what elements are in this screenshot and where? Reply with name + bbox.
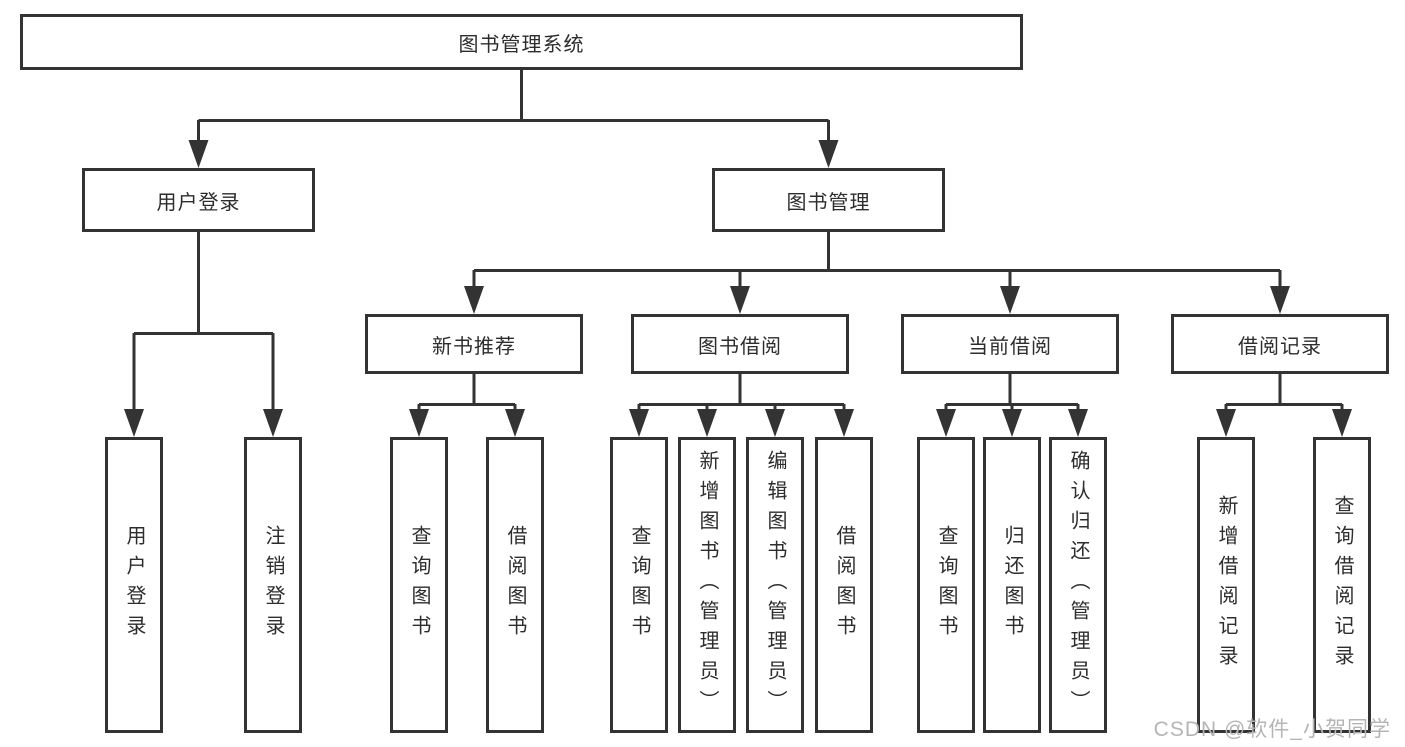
arrowhead-rec-query (409, 409, 429, 437)
node-new-book-recommendation: 新书推荐 (365, 314, 583, 374)
node-borrowing-records: 借阅记录 (1171, 314, 1389, 374)
node-label: 用户登录 (123, 525, 145, 645)
arrowhead-borrow-records (1270, 286, 1290, 314)
leaf-borrow-books: 借阅图书 (815, 437, 873, 733)
node-label: 借阅图书 (504, 525, 526, 645)
node-label: 图书管理 (786, 191, 871, 214)
node-label: 查询借阅记录 (1331, 495, 1353, 675)
node-label: 查询图书 (935, 525, 957, 645)
node-user-login: 用户登录 (82, 168, 315, 232)
node-current-borrowing: 当前借阅 (901, 314, 1119, 374)
node-label: 图书管理系统 (458, 33, 585, 56)
leaf-rec-borrow-books: 借阅图书 (486, 437, 544, 733)
node-book-borrowing: 图书借阅 (631, 314, 849, 374)
node-label: 确认归还（管理员） (1067, 450, 1089, 720)
node-label: 查询图书 (408, 525, 430, 645)
leaf-edit-books-admin: 编辑图书（管理员） (746, 437, 804, 733)
node-book-management: 图书管理 (712, 168, 945, 232)
arrowhead-leaf-logout (263, 409, 283, 437)
leaf-confirm-return-admin: 确认归还（管理员） (1049, 437, 1107, 733)
leaf-current-query-books: 查询图书 (917, 437, 975, 733)
leaf-return-books: 归还图书 (983, 437, 1041, 733)
node-label: 查询图书 (628, 525, 650, 645)
node-label: 编辑图书（管理员） (764, 450, 786, 720)
node-label: 归还图书 (1001, 525, 1023, 645)
node-label: 新增借阅记录 (1215, 495, 1237, 675)
arrowhead-br-add (1216, 409, 1236, 437)
leaf-rec-query-books: 查询图书 (390, 437, 448, 733)
arrowhead-bb-edit (765, 409, 785, 437)
arrowhead-bb-add (697, 409, 717, 437)
arrowhead-user-login (188, 140, 209, 168)
node-label: 借阅记录 (1238, 335, 1322, 358)
arrowhead-br-query (1332, 409, 1352, 437)
node-label: 借阅图书 (833, 525, 855, 645)
node-label: 新增图书（管理员） (696, 450, 718, 720)
node-label: 注销登录 (262, 525, 284, 645)
leaf-add-borrow-record: 新增借阅记录 (1197, 437, 1255, 733)
leaf-logout: 注销登录 (244, 437, 302, 733)
arrowhead-rec-borrow (505, 409, 525, 437)
node-label: 用户登录 (156, 191, 241, 214)
leaf-query-borrow-record: 查询借阅记录 (1313, 437, 1371, 733)
arrowhead-bb-query (629, 409, 649, 437)
leaf-user-login: 用户登录 (105, 437, 163, 733)
arrowhead-cb-return (1002, 409, 1022, 437)
node-label: 图书借阅 (698, 335, 782, 358)
leaf-add-books-admin: 新增图书（管理员） (678, 437, 736, 733)
node-root-library-system: 图书管理系统 (20, 14, 1023, 70)
leaf-borrow-query-books: 查询图书 (610, 437, 668, 733)
arrowhead-leaf-user-login (124, 409, 144, 437)
arrowhead-book-borrow (730, 286, 750, 314)
arrowhead-new-book-rec (464, 286, 484, 314)
node-label: 当前借阅 (968, 335, 1052, 358)
arrowhead-book-mgmt (818, 140, 839, 168)
arrowhead-bb-borrow (834, 409, 854, 437)
arrowhead-cb-confirm (1068, 409, 1088, 437)
node-label: 新书推荐 (432, 335, 516, 358)
csdn-watermark: CSDN @软件_小贺同学 (1153, 718, 1391, 741)
arrowhead-current-borrow (1000, 286, 1020, 314)
arrowhead-cb-query (936, 409, 956, 437)
